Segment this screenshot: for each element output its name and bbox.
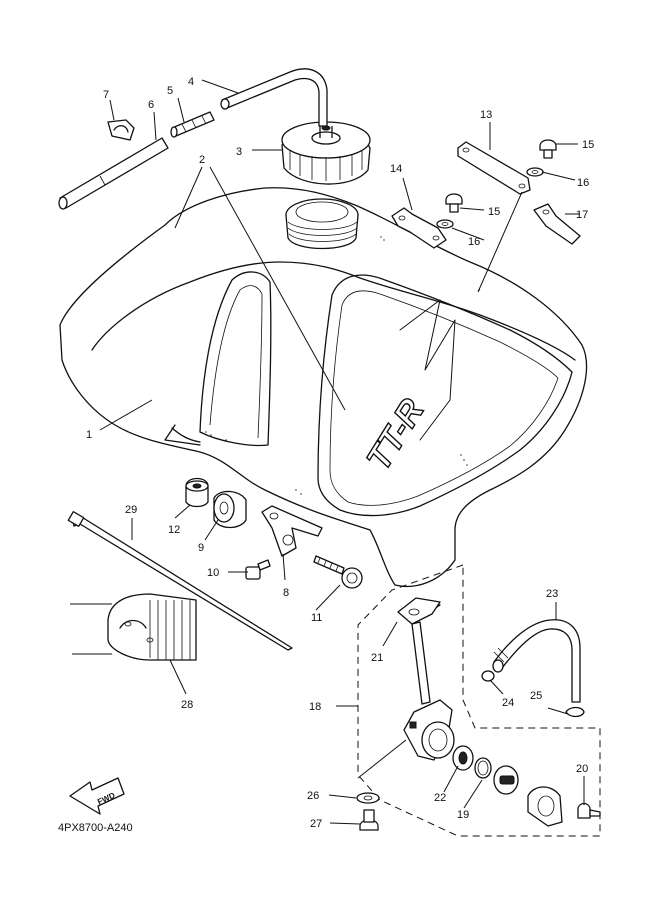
callout-22: 22 xyxy=(434,792,446,804)
callout-1: 1 xyxy=(86,429,92,441)
fwd-arrow: FWD xyxy=(69,777,125,815)
callout-26: 26 xyxy=(307,790,319,802)
clip-25 xyxy=(565,706,585,718)
washer-16-upper xyxy=(526,167,544,177)
callout-5: 5 xyxy=(167,85,173,97)
washer-26 xyxy=(356,792,380,804)
drawing-code: 4PX8700-A240 xyxy=(58,822,133,834)
fuel-cock-assembly-outline xyxy=(357,564,601,837)
callout-3: 3 xyxy=(236,146,242,158)
gasket-21 xyxy=(397,597,441,625)
callout-8: 8 xyxy=(283,587,289,599)
callout-18: 18 xyxy=(309,701,321,713)
callout-13: 13 xyxy=(480,109,492,121)
o-ring-22 xyxy=(452,745,474,771)
hose-6 xyxy=(58,137,169,210)
callout-29: 29 xyxy=(125,504,137,516)
callout-16-upper: 16 xyxy=(577,177,589,189)
callout-4: 4 xyxy=(188,76,194,88)
callout-16-lower: 16 xyxy=(468,236,480,248)
screw-20 xyxy=(577,802,601,819)
fuel-cock-body xyxy=(403,699,455,761)
callout-20: 20 xyxy=(576,763,588,775)
damper-9 xyxy=(213,490,247,529)
cover-28 xyxy=(70,593,197,661)
callout-12: 12 xyxy=(168,524,180,536)
callout-28: 28 xyxy=(181,699,193,711)
fuel-hose-23 xyxy=(492,619,581,703)
callout-23: 23 xyxy=(546,588,558,600)
callout-14: 14 xyxy=(390,163,402,175)
callout-11: 11 xyxy=(311,612,322,624)
fuel-tank: TT-R xyxy=(59,187,588,588)
bracket-13 xyxy=(457,141,531,195)
callout-2: 2 xyxy=(199,154,205,166)
damper-12 xyxy=(185,477,209,508)
callout-25: 25 xyxy=(530,690,542,702)
bracket-17 xyxy=(533,203,581,245)
callout-10: 10 xyxy=(207,567,219,579)
clip-24 xyxy=(481,670,495,682)
breather-hose xyxy=(220,68,328,127)
o-ring-19 xyxy=(474,757,492,779)
callout-9: 9 xyxy=(198,542,204,554)
callout-27: 27 xyxy=(310,818,322,830)
bolt-15-upper xyxy=(539,139,557,159)
washer-16-lower xyxy=(436,219,454,229)
callout-7: 7 xyxy=(103,89,109,101)
bolt-15-lower xyxy=(445,193,463,213)
bolt-11 xyxy=(313,555,363,589)
hose-joint xyxy=(170,111,215,138)
fuel-cock-lever xyxy=(493,765,519,795)
leader-lines xyxy=(99,79,585,825)
callout-15-lower: 15 xyxy=(488,206,500,218)
bolt-10 xyxy=(245,559,271,580)
bracket-14 xyxy=(391,207,447,249)
callout-6: 6 xyxy=(148,99,154,111)
cable-tie-29 xyxy=(67,511,293,651)
clip-7 xyxy=(107,119,135,141)
lever-plate xyxy=(527,786,563,827)
bolt-27 xyxy=(359,809,379,831)
callout-15-upper: 15 xyxy=(582,139,594,151)
fuel-cap xyxy=(281,121,371,185)
callout-24: 24 xyxy=(502,697,514,709)
stay-8 xyxy=(261,505,323,557)
callout-19: 19 xyxy=(457,809,469,821)
callout-21: 21 xyxy=(371,652,383,664)
callout-17: 17 xyxy=(576,209,588,221)
callout-labels: 1 2 3 4 5 6 7 8 9 10 11 12 13 14 15 15 1… xyxy=(86,76,594,830)
